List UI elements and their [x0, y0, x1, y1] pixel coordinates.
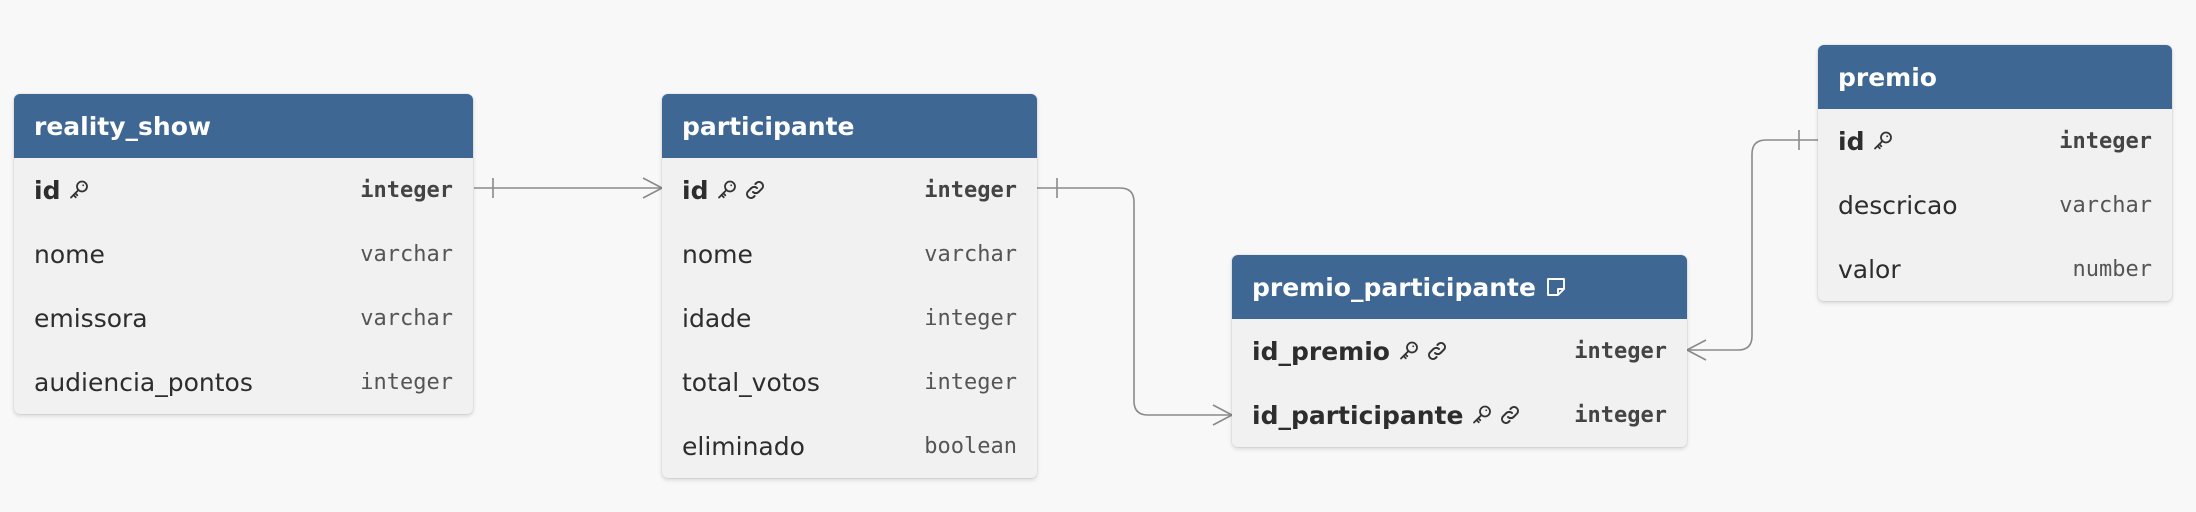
column-type: integer — [1574, 338, 1667, 364]
column-type: integer — [1574, 402, 1667, 428]
column-row-id-premio[interactable]: id_premio integer — [1232, 319, 1687, 383]
column-name: id_premio — [1252, 336, 1390, 366]
column-row-nome[interactable]: nome varchar — [662, 222, 1037, 286]
table-reality-show[interactable]: reality_show id integer nome varchar emi… — [14, 94, 473, 414]
table-header[interactable]: premio_participante — [1232, 255, 1687, 319]
table-title: premio_participante — [1252, 272, 1536, 302]
column-type: varchar — [360, 305, 453, 331]
column-row-valor[interactable]: valor number — [1818, 237, 2172, 301]
link-icon — [1498, 403, 1522, 427]
column-row-id-participante[interactable]: id_participante integer — [1232, 383, 1687, 447]
column-type: varchar — [2059, 192, 2152, 218]
column-row-id[interactable]: id integer — [14, 158, 473, 222]
key-icon — [715, 178, 739, 202]
table-premio[interactable]: premio id integer descricao varchar valo… — [1818, 45, 2172, 301]
link-icon — [743, 178, 767, 202]
column-row-id[interactable]: id integer — [662, 158, 1037, 222]
column-name: total_votos — [682, 367, 820, 397]
column-name: nome — [682, 239, 753, 269]
column-name: emissora — [34, 303, 148, 333]
column-row-audiencia-pontos[interactable]: audiencia_pontos integer — [14, 350, 473, 414]
column-row-nome[interactable]: nome varchar — [14, 222, 473, 286]
column-row-total-votos[interactable]: total_votos integer — [662, 350, 1037, 414]
table-header[interactable]: reality_show — [14, 94, 473, 158]
table-header[interactable]: premio — [1818, 45, 2172, 109]
many-marker — [1212, 404, 1233, 426]
column-type: integer — [360, 177, 453, 203]
column-name: eliminado — [682, 431, 805, 461]
column-name: valor — [1838, 254, 1901, 284]
column-name: id_participante — [1252, 400, 1464, 430]
table-header[interactable]: participante — [662, 94, 1037, 158]
many-marker — [1686, 339, 1707, 361]
column-type: integer — [924, 305, 1017, 331]
column-name: id — [682, 175, 709, 205]
column-name: idade — [682, 303, 752, 333]
column-type: number — [2072, 256, 2152, 282]
column-type: boolean — [924, 433, 1017, 459]
key-icon — [1871, 129, 1895, 153]
key-icon — [1397, 339, 1421, 363]
relation-premio-premiopart[interactable] — [1686, 130, 1818, 361]
column-row-eliminado[interactable]: eliminado boolean — [662, 414, 1037, 478]
column-type: integer — [924, 177, 1017, 203]
column-type: integer — [360, 369, 453, 395]
column-type: integer — [924, 369, 1017, 395]
many-marker — [642, 177, 663, 199]
column-row-emissora[interactable]: emissora varchar — [14, 286, 473, 350]
column-type: varchar — [924, 241, 1017, 267]
link-icon — [1425, 339, 1449, 363]
column-name: nome — [34, 239, 105, 269]
column-row-descricao[interactable]: descricao varchar — [1818, 173, 2172, 237]
key-icon — [67, 178, 91, 202]
table-title: reality_show — [34, 111, 211, 141]
relation-realityshow-participante[interactable] — [474, 177, 663, 199]
column-row-idade[interactable]: idade integer — [662, 286, 1037, 350]
column-name: audiencia_pontos — [34, 367, 253, 397]
table-title: participante — [682, 111, 855, 141]
table-title: premio — [1838, 62, 1937, 92]
key-icon — [1470, 403, 1494, 427]
column-name: id — [34, 175, 61, 205]
column-type: varchar — [360, 241, 453, 267]
table-premio-participante[interactable]: premio_participante id_premio integer id… — [1232, 255, 1687, 447]
column-name: id — [1838, 126, 1865, 156]
column-type: integer — [2059, 128, 2152, 154]
column-row-id[interactable]: id integer — [1818, 109, 2172, 173]
column-name: descricao — [1838, 190, 1958, 220]
table-participante[interactable]: participante id integer nome varchar ida… — [662, 94, 1037, 478]
note-icon[interactable] — [1544, 275, 1568, 299]
relation-participante-premiopart[interactable] — [1037, 178, 1233, 426]
